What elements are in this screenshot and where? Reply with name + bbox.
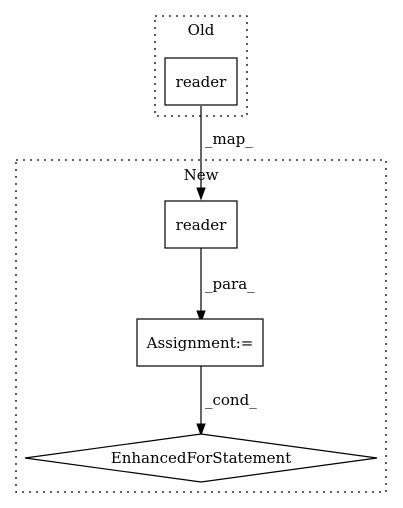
node-old-reader-box[interactable] [164, 57, 238, 106]
edge-cond: _cond_ [196, 366, 257, 437]
node-old-reader-label: reader [176, 73, 227, 91]
node-assignment-box[interactable] [136, 318, 264, 367]
node-enhanced-for[interactable]: EnhancedForStatement [24, 433, 378, 483]
edge-para-arrowhead [196, 310, 206, 324]
node-new-reader[interactable]: reader [164, 200, 238, 249]
edge-map-label: _map_ [205, 130, 253, 148]
cluster-old-label: Old [188, 21, 215, 39]
node-new-reader-label: reader [176, 216, 227, 234]
node-old-reader[interactable]: reader [164, 57, 238, 106]
edge-map: _map_ [196, 106, 253, 201]
edge-map-arrowhead [196, 187, 206, 201]
edge-cond-label: _cond_ [205, 391, 257, 409]
node-new-reader-box[interactable] [164, 200, 238, 249]
edge-cond-arrowhead [196, 423, 206, 437]
node-assignment-label: Assignment:= [146, 334, 254, 352]
edge-para-label: _para_ [205, 275, 255, 293]
node-enhanced-for-label: EnhancedForStatement [111, 449, 291, 467]
node-assignment[interactable]: Assignment:= [136, 318, 264, 367]
edge-para: _para_ [196, 248, 255, 324]
node-enhanced-for-diamond[interactable] [24, 433, 378, 483]
